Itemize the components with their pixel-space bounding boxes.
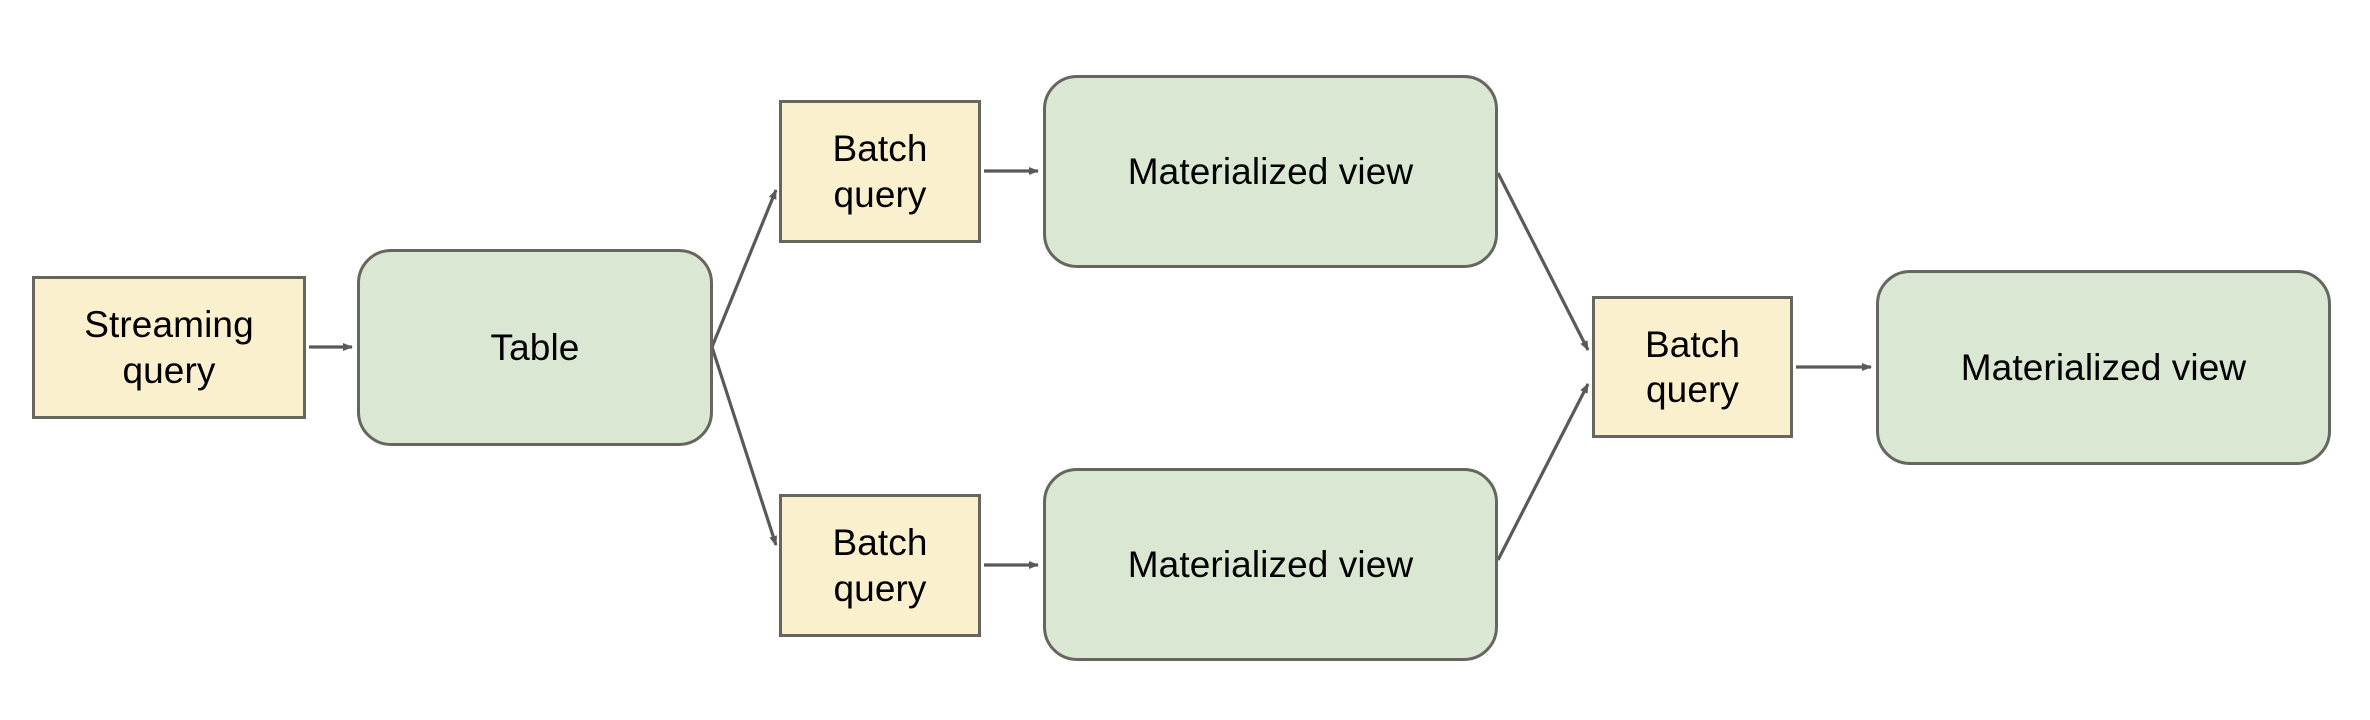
node-batch-query-bottom[interactable]: Batch query	[779, 494, 981, 637]
node-label-batch-query-top: Batch query	[832, 128, 928, 215]
node-label-materialized-view-final: Materialized view	[1960, 346, 2247, 388]
node-label-batch-query-merge: Batch query	[1644, 323, 1741, 410]
node-materialized-view-final[interactable]: Materialized view	[1876, 270, 2331, 465]
node-label-materialized-view-bottom: Materialized view	[1127, 543, 1414, 585]
node-table[interactable]: Table	[357, 249, 713, 446]
node-label-materialized-view-top: Materialized view	[1127, 150, 1414, 192]
node-materialized-view-bottom[interactable]: Materialized view	[1043, 468, 1498, 661]
node-batch-query-top[interactable]: Batch query	[779, 100, 981, 243]
edge-table-to-batch-query-top	[710, 189, 778, 348]
node-label-batch-query-bottom: Batch query	[832, 522, 928, 609]
edge-materialized-view-bottom-to-batch-query-merge	[1496, 383, 1590, 561]
node-materialized-view-top[interactable]: Materialized view	[1043, 75, 1498, 268]
edge-materialized-view-top-to-batch-query-merge	[1496, 172, 1590, 351]
node-batch-query-merge[interactable]: Batch query	[1592, 296, 1793, 438]
node-label-table: Table	[490, 326, 580, 368]
node-label-streaming-query: Streaming query	[84, 304, 254, 391]
edge-table-to-batch-query-bottom	[710, 346, 778, 546]
node-streaming-query[interactable]: Streaming query	[32, 276, 306, 419]
